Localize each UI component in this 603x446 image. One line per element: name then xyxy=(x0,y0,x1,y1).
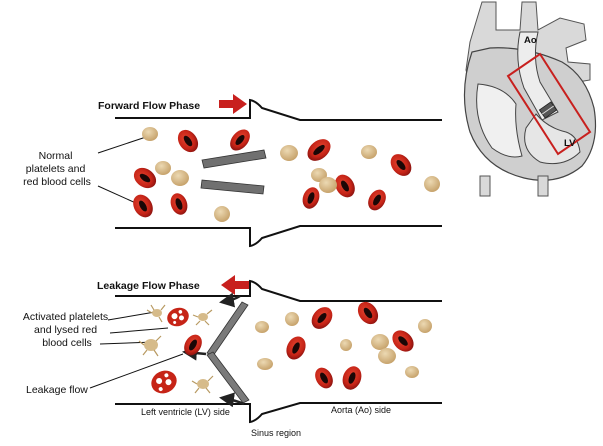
leakage-vessel-top-wall xyxy=(115,279,442,302)
red-blood-cell xyxy=(335,174,355,198)
red-blood-cell xyxy=(230,129,250,151)
lysed-red-blood-cell xyxy=(167,307,189,327)
red-blood-cell xyxy=(311,307,333,329)
platelet xyxy=(280,145,298,161)
activated-platelet xyxy=(191,375,214,394)
platelet xyxy=(214,206,230,222)
platelet xyxy=(424,176,440,192)
heart-left-ventricle xyxy=(524,113,581,165)
platelet xyxy=(171,170,189,186)
platelet xyxy=(155,161,171,175)
platelet xyxy=(255,321,269,333)
heart-lower-vessel xyxy=(479,175,491,197)
platelet xyxy=(142,127,158,141)
activated-platelet xyxy=(146,304,166,323)
red-blood-cell xyxy=(133,167,157,189)
normal-cells-label-line1: Normal xyxy=(39,150,73,162)
leakage-flow-panel: Leakage Flow Phase Activated platelets a… xyxy=(23,275,442,438)
heart-lv-label: LV xyxy=(564,138,576,149)
leakage-jet-arrow xyxy=(219,292,241,308)
closed-leaflet-upper xyxy=(206,301,249,357)
activated-cells-label-line1: Activated platelets xyxy=(23,311,108,323)
leakage-flow-label: Leakage flow xyxy=(26,384,88,396)
red-blood-cell xyxy=(177,129,199,153)
leakage-flow-pointer xyxy=(89,353,184,389)
red-blood-cell xyxy=(286,336,306,360)
activated-cells-label-line3: blood cells xyxy=(42,337,92,349)
normal-cells-label-line3: red blood cells xyxy=(23,176,91,188)
heart-aorta xyxy=(517,31,559,121)
red-blood-cell xyxy=(307,139,331,161)
heart-lower-vessel xyxy=(537,175,549,197)
activated-cells-label: Activated platelets and lysed red blood … xyxy=(23,311,111,349)
red-blood-cell xyxy=(368,189,386,211)
activated-cells-pointer-2 xyxy=(109,327,169,334)
leakage-direction-arrow xyxy=(221,275,249,295)
activated-platelet xyxy=(192,309,213,326)
normal-cells-pointer-1 xyxy=(97,136,147,154)
heart-inset: Ao LV xyxy=(463,1,597,197)
platelet xyxy=(285,312,299,326)
lysed-red-blood-cell xyxy=(151,370,177,394)
platelet xyxy=(257,358,273,370)
open-leaflet-lower xyxy=(200,179,265,195)
normal-cells-pointer-2 xyxy=(97,185,139,205)
forward-vessel-top-wall xyxy=(115,98,442,121)
red-blood-cell xyxy=(315,367,333,389)
red-blood-cell xyxy=(342,366,362,390)
red-blood-cell xyxy=(392,330,414,352)
leakage-vessel-bottom-wall xyxy=(115,402,442,424)
platelet xyxy=(418,319,432,333)
heart-right-ventricle xyxy=(476,83,523,158)
leakage-jet-arrow xyxy=(219,392,245,408)
red-blood-cell xyxy=(357,301,379,325)
leakage-phase-title: Leakage Flow Phase xyxy=(97,280,200,292)
forward-direction-arrow xyxy=(219,94,247,114)
lv-side-label: Left ventricle (LV) side xyxy=(141,407,230,417)
open-leaflet-upper xyxy=(201,149,267,169)
platelet xyxy=(319,177,337,193)
activated-cells-label-line2: and lysed red xyxy=(34,324,97,336)
platelet xyxy=(378,348,396,364)
platelet xyxy=(371,334,389,350)
forward-flow-panel: Forward Flow Phase Normal platelets and … xyxy=(23,94,442,248)
heart-ao-label: Ao xyxy=(524,35,537,46)
activated-cells-pointer-1 xyxy=(107,311,156,321)
forward-vessel-bottom-wall xyxy=(115,225,442,248)
platelet xyxy=(340,339,352,351)
valve-region-highlight-box xyxy=(506,52,592,156)
platelet xyxy=(405,366,419,378)
activated-platelet xyxy=(138,335,162,357)
sinus-region-label: Sinus region xyxy=(251,428,301,438)
red-blood-cell xyxy=(133,194,153,218)
ao-side-label: Aorta (Ao) side xyxy=(331,405,391,415)
mechanical-valve-icon xyxy=(538,101,558,119)
normal-cells-label: Normal platelets and red blood cells xyxy=(23,150,91,188)
red-blood-cell xyxy=(170,193,188,215)
red-blood-cell xyxy=(302,187,320,209)
red-blood-cell xyxy=(184,334,202,356)
red-blood-cell xyxy=(390,154,412,176)
normal-cells-label-line2: platelets and xyxy=(26,163,86,175)
platelet xyxy=(361,145,377,159)
forward-phase-title: Forward Flow Phase xyxy=(98,100,200,112)
closed-leaflet-lower xyxy=(206,351,250,404)
